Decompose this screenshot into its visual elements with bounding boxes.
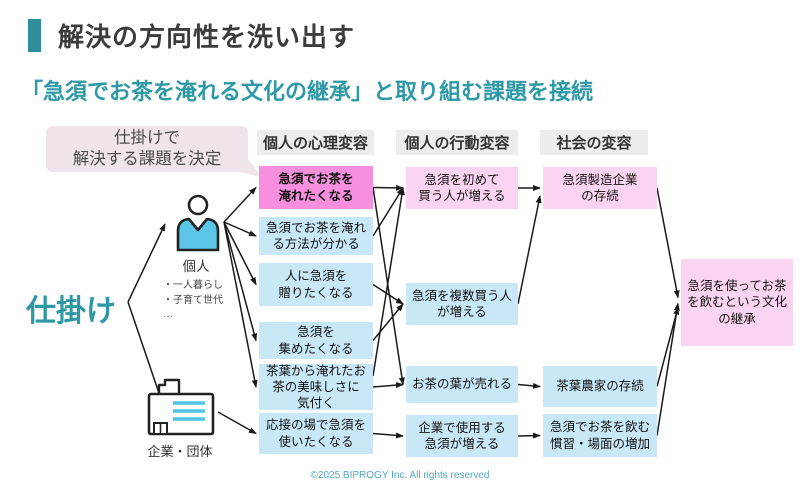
edge-s2-goal: [656, 306, 680, 387]
edge-b3-s2: [517, 382, 541, 389]
node-p6: 応接の場で急須を 使いたくなる: [259, 413, 373, 454]
column-header-behavior: 個人の行動変容: [396, 130, 518, 155]
node-p2: 急須でお茶を淹れ る方法が分かる: [259, 217, 373, 255]
edge-p1-b1: [372, 184, 404, 191]
edge-p6-b4: [372, 432, 404, 439]
node-p4: 急須を 集めたくなる: [259, 322, 373, 359]
edge-kigyo-p6: [217, 411, 257, 435]
node-p5: 茶葉から淹れたお 茶の美味しさに 気付く: [259, 364, 373, 410]
node-b4: 企業で使用する 急須が増える: [406, 415, 518, 457]
edge-kojin-p3: [223, 221, 257, 286]
building-icon: [147, 378, 215, 436]
edge-p2-b1: [372, 187, 404, 237]
kojin-label: 個人: [182, 259, 210, 274]
edge-s1-goal: [656, 187, 680, 299]
edge-kojin-p2: [223, 221, 257, 237]
callout-bubble: 仕掛けで 解決する課題を決定: [46, 126, 248, 172]
edge-p1-b3: [372, 187, 405, 386]
node-b2: 急須を複数買う人 が増える: [406, 283, 518, 325]
copyright-footer: ©2025 BIPROGY Inc. All rights reserved: [310, 470, 490, 481]
person-icon: [176, 194, 220, 252]
edge-b4-s3: [517, 432, 541, 439]
column-header-psychology: 個人の心理変容: [257, 130, 374, 155]
edge-p3-b2: [372, 283, 404, 305]
edge-shikake-kojin: [127, 223, 166, 303]
edge-kojin-p1: [223, 186, 257, 223]
node-b1: 急須を初めて 買う人が増える: [406, 167, 518, 209]
node-b3: お茶の葉が売れる: [406, 366, 518, 403]
title-accent-bar: [28, 19, 41, 52]
node-goal: 急須を使ってお茶 を飲むという文化 の継承: [681, 259, 793, 346]
node-p3: 人に急須を 贈りたくなる: [259, 263, 373, 306]
page-title: 解決の方向性を洗い出す: [58, 22, 356, 52]
edge-b2-s1: [517, 195, 542, 305]
edge-shikake-kigyo: [127, 301, 163, 403]
shikake-label: 仕掛け: [26, 295, 116, 328]
node-s2: 茶葉農家の存続: [543, 366, 657, 407]
kigyo-label: 企業・団体: [147, 444, 213, 459]
column-header-society: 社会の変容: [540, 130, 648, 155]
subtitle: 「急須でお茶を淹れる文化の継承」と取り組む課題を接続: [21, 79, 594, 104]
node-s1: 急須製造企業 の存続: [543, 167, 657, 209]
edge-p4-b2: [372, 303, 404, 341]
edge-kojin-p5: [223, 221, 258, 388]
edge-kojin-p4: [223, 221, 258, 342]
kojin-note: ・一人暮らし ・子育て世代 …: [163, 280, 223, 320]
edge-s3-goal: [656, 302, 680, 436]
edge-p5-b3: [372, 382, 404, 389]
node-s3: 急須でお茶を飲む 慣習・場面の増加: [543, 414, 657, 457]
node-p1: 急須でお茶を 淹れたくなる: [259, 166, 373, 209]
